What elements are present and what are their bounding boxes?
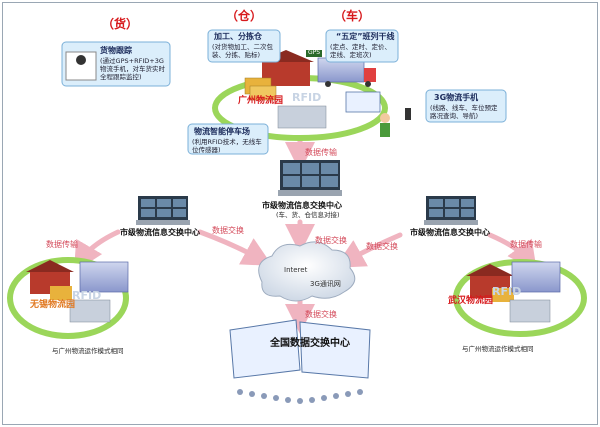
national-center [229,319,371,404]
rfid-badge-wuxi: RFID [72,289,102,302]
caption-right: 与广州物流运作模式相同 [462,345,534,353]
callout-tracking-title: 货物跟踪 [100,46,132,55]
flow-transfer-right: 数据传输 [510,240,542,249]
callout-trunk-body: (定点、定时、定价、定线、定班次) [330,43,392,60]
park-label-wuxi: 无锡物流园 [30,300,76,310]
hub-right-title: 市级物流信息交换中心 [410,228,490,237]
guangzhou-park [212,50,411,141]
park-label-wuhan: 武汉物流园 [448,296,494,306]
arrow-left-exchange [197,229,273,266]
flow-exchange-right: 数据交换 [366,242,398,251]
gps-badge: GPS [306,49,323,57]
hub-left-title: 市级物流信息交换中心 [120,228,200,237]
callout-parking-title: 物流智能停车场 [194,127,250,136]
flow-exchange-center: 数据交换 [315,236,347,245]
callout-trunk-title: “五定”班列干线 [336,32,395,41]
gz-parking [277,105,327,129]
gz-truck-wheel [325,81,331,87]
top-operators [278,190,342,196]
park-label-guangzhou: 广州物流园 [238,96,284,106]
network-internet: Interet [284,266,308,274]
national-center-title: 全国数据交换中心 [270,338,350,349]
callout-phone-title: 3G物流手机 [434,93,479,102]
wuhan-park [453,259,587,337]
gz-person-body [380,123,390,137]
callout-tracking-body: (通过GPS+RFID+3G物流手机，对车货实时全程跟踪监控) [100,57,165,82]
gz-person [380,113,390,123]
callout-phone-body: (线路、线车、车位预定路况查询、导航) [430,104,498,121]
flow-transfer-left: 数据传输 [46,240,78,249]
rfid-badge-wuhan: RFID [492,285,522,298]
gz-screen [345,91,381,113]
callout-shapes [61,29,507,155]
callout-processing-title: 加工、分拣仓 [214,32,262,41]
city-hub-right [424,196,478,225]
wuxi-park [7,257,129,339]
gz-goods-2 [249,85,277,101]
arrow-left-transfer [73,229,121,273]
callout-parking-body: (利用RFID技术，无线车位传感器) [192,138,262,155]
network-cloud [258,241,356,302]
category-goods: （货） [102,17,139,31]
flow-transfer-top: 数据传输 [305,148,337,157]
gz-truck-cab [364,68,376,82]
callout-parking-box [187,123,269,155]
rfid-badge-gz: RFID [292,91,322,104]
gz-phone [405,108,411,120]
flow-exchange-left: 数据交换 [212,226,244,235]
hub-top-title: 市级物流信息交换中心 [262,201,342,210]
category-vehicle: （车） [334,9,371,23]
callout-trunk-box [325,29,399,63]
flow-exchange-bottom: 数据交换 [305,310,337,319]
hub-top-subtitle: (车、货、仓信息对接) [276,211,340,219]
callout-phone-box [425,89,507,123]
caption-left: 与广州物流运作模式相同 [52,347,124,355]
gz-truck-wheel-2 [365,81,371,87]
category-warehouse: （仓） [226,9,263,23]
tracking-operator [76,55,86,65]
network-mobile: 3G通讯网 [310,280,341,288]
city-hub-top [278,160,342,196]
callout-processing-body: (对货物加工、二次包装、分拣、贴标) [212,43,274,60]
city-hub-left [136,196,190,225]
callout-processing-box [207,29,281,63]
